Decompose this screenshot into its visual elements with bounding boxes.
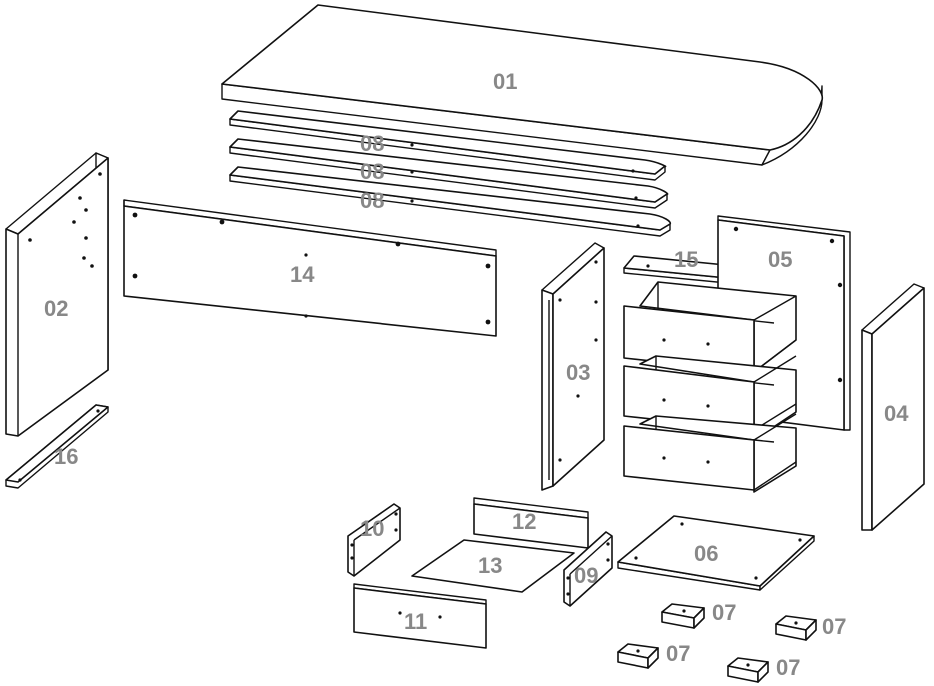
part-label-04: 04 xyxy=(884,401,909,426)
part-label-07-d: 07 xyxy=(776,655,800,680)
part-label-10: 10 xyxy=(360,516,384,541)
rail-08-c: 08 xyxy=(229,166,672,237)
part-label-11: 11 xyxy=(404,609,427,634)
part-label-08-b: 08 xyxy=(360,159,384,184)
part-07-foot-c: 07 xyxy=(617,641,690,669)
part-06-cabinet-bottom: 06 xyxy=(617,515,815,591)
part-03-inner-side-panel: 03 xyxy=(541,242,605,491)
part-label-08-a: 08 xyxy=(360,131,384,156)
part-11-drawer-front: 11 xyxy=(353,583,487,649)
drawer-middle xyxy=(623,355,797,441)
part-label-15: 15 xyxy=(674,247,698,272)
part-14-back-panel: 14 xyxy=(123,199,497,337)
part-label-14: 14 xyxy=(290,262,315,287)
part-02-left-side-panel: 02 xyxy=(5,152,109,437)
part-label-16: 16 xyxy=(54,444,78,469)
part-label-01: 01 xyxy=(493,69,517,94)
part-label-13: 13 xyxy=(478,553,502,578)
drawer-bottom xyxy=(623,413,797,493)
part-label-08-c: 08 xyxy=(360,188,384,213)
part-label-05: 05 xyxy=(768,247,792,272)
part-09-drawer-side-right: 09 xyxy=(563,531,613,607)
part-13-drawer-bottom-board: 13 xyxy=(411,539,575,593)
part-label-09: 09 xyxy=(574,563,598,588)
part-07-foot-d: 07 xyxy=(727,655,800,683)
part-label-12: 12 xyxy=(512,509,536,534)
part-label-02: 02 xyxy=(44,296,68,321)
part-label-07-c: 07 xyxy=(666,641,690,666)
rail-08-b: 08 xyxy=(229,138,669,209)
part-07-foot-b: 07 xyxy=(775,614,846,641)
part-label-07-a: 07 xyxy=(712,600,736,625)
part-08-rails: 08 08 08 xyxy=(229,110,672,237)
part-07-foot-a: 07 xyxy=(661,600,736,629)
rail-08-a: 08 xyxy=(229,110,667,181)
part-12-drawer-back: 12 xyxy=(473,497,589,549)
part-label-06: 06 xyxy=(694,541,718,566)
part-16-left-floor-rail: 16 xyxy=(5,404,109,489)
part-10-drawer-side-left: 10 xyxy=(347,503,401,577)
part-label-07-b: 07 xyxy=(822,614,846,639)
part-01-desktop-top: 01 xyxy=(221,4,824,166)
part-label-03: 03 xyxy=(566,360,590,385)
part-04-right-side-panel: 04 xyxy=(861,283,925,531)
